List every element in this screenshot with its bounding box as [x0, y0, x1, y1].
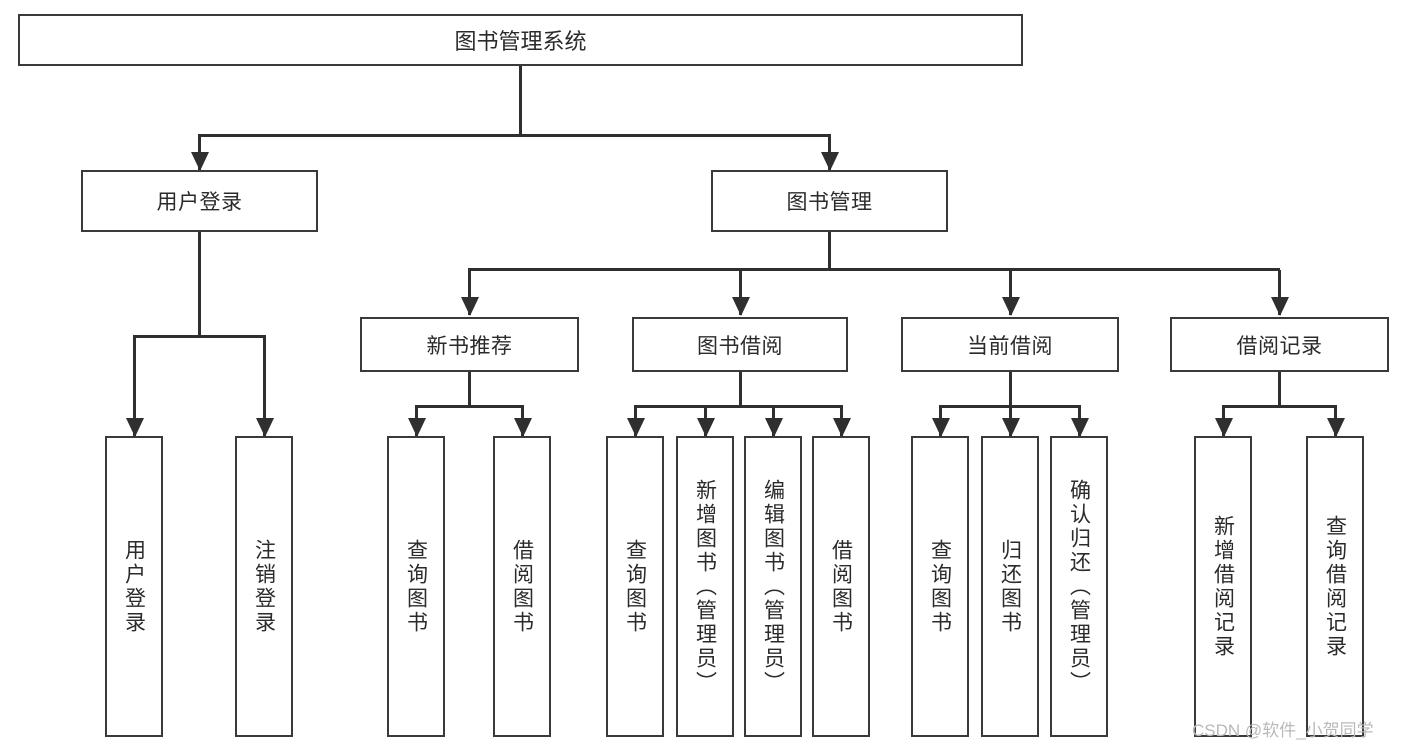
connector-new-book-recommend-bar	[415, 405, 524, 408]
connector-arrow-to-leaf-query-record	[1334, 407, 1337, 436]
node-leaf-query-book-1[interactable]: 查询图书	[387, 436, 445, 737]
node-leaf-borrow-book-1-label: 借阅图书	[510, 538, 534, 635]
node-leaf-borrow-book-2-label: 借阅图书	[829, 538, 853, 635]
watermark-text: CSDN @软件_小贺同学	[1192, 721, 1374, 740]
connector-new-book-recommend-stem	[468, 372, 471, 407]
node-leaf-query-book-3[interactable]: 查询图书	[911, 436, 969, 737]
node-new-book-recommend[interactable]: 新书推荐	[360, 317, 579, 372]
connector-user-login-bar	[133, 335, 266, 338]
connector-arrow-to-leaf-logout-login	[263, 337, 266, 436]
connector-arrow-to-leaf-return-book	[1009, 407, 1012, 436]
node-leaf-edit-book-label: 编辑图书（管理员）	[761, 478, 785, 695]
node-leaf-add-book-label: 新增图书（管理员）	[693, 478, 717, 695]
node-new-book-recommend-label: 新书推荐	[426, 334, 513, 358]
connector-arrow-to-leaf-borrow-book-2	[840, 407, 843, 436]
connector-book-borrow-bar	[634, 405, 843, 408]
node-book-borrow-label: 图书借阅	[697, 334, 783, 358]
node-root-system[interactable]: 图书管理系统	[18, 14, 1023, 66]
node-leaf-user-login-label: 用户登录	[122, 538, 146, 635]
connector-arrow-to-book-borrow	[739, 270, 742, 315]
node-leaf-borrow-book-1[interactable]: 借阅图书	[493, 436, 551, 737]
connector-arrow-to-leaf-add-record	[1222, 407, 1225, 436]
node-leaf-add-book[interactable]: 新增图书（管理员）	[676, 436, 734, 737]
connector-arrow-to-borrow-record	[1278, 270, 1281, 315]
node-leaf-add-record-label: 新增借阅记录	[1211, 514, 1235, 659]
node-leaf-query-book-1-label: 查询图书	[404, 538, 428, 635]
node-book-management[interactable]: 图书管理	[711, 170, 948, 232]
node-leaf-confirm-return-label: 确认归还（管理员）	[1067, 478, 1091, 695]
connector-arrow-to-leaf-edit-book	[772, 407, 775, 436]
connector-arrow-to-leaf-query-book-3	[939, 407, 942, 436]
connector-book-management-stem	[828, 232, 831, 270]
connector-borrow-record-stem	[1278, 372, 1281, 407]
node-leaf-query-record-label: 查询借阅记录	[1323, 514, 1347, 659]
node-leaf-query-record[interactable]: 查询借阅记录	[1306, 436, 1364, 737]
node-current-borrow[interactable]: 当前借阅	[901, 317, 1119, 372]
node-leaf-user-login[interactable]: 用户登录	[105, 436, 163, 737]
node-leaf-confirm-return[interactable]: 确认归还（管理员）	[1050, 436, 1108, 737]
node-book-borrow[interactable]: 图书借阅	[632, 317, 848, 372]
node-leaf-query-book-2-label: 查询图书	[623, 538, 647, 635]
node-borrow-record-label: 借阅记录	[1236, 334, 1323, 358]
node-book-management-label: 图书管理	[786, 191, 873, 214]
connector-root-bar	[198, 134, 831, 137]
node-leaf-query-book-2[interactable]: 查询图书	[606, 436, 664, 737]
connector-current-borrow-stem	[1009, 372, 1012, 407]
connector-arrow-to-leaf-user-login	[133, 337, 136, 436]
connector-arrow-to-book-management	[828, 136, 831, 170]
node-leaf-query-book-3-label: 查询图书	[928, 538, 952, 635]
node-user-login[interactable]: 用户登录	[81, 170, 318, 232]
node-root-system-label: 图书管理系统	[454, 29, 587, 54]
connector-borrow-record-bar	[1222, 405, 1337, 408]
connector-root-stem	[519, 66, 522, 136]
node-leaf-logout-login-label: 注销登录	[252, 538, 276, 635]
connector-arrow-to-leaf-add-book	[704, 407, 707, 436]
node-leaf-add-record[interactable]: 新增借阅记录	[1194, 436, 1252, 737]
node-leaf-return-book[interactable]: 归还图书	[981, 436, 1039, 737]
connector-book-borrow-stem	[739, 372, 742, 407]
connector-arrow-to-leaf-query-book-1	[415, 407, 418, 436]
connector-arrow-to-leaf-confirm-return	[1078, 407, 1081, 436]
node-leaf-logout-login[interactable]: 注销登录	[235, 436, 293, 737]
node-current-borrow-label: 当前借阅	[967, 334, 1053, 358]
connector-arrow-to-leaf-borrow-book-1	[521, 407, 524, 436]
node-leaf-borrow-book-2[interactable]: 借阅图书	[812, 436, 870, 737]
connector-arrow-to-leaf-query-book-2	[634, 407, 637, 436]
connector-book-management-bar	[468, 268, 1280, 271]
node-user-login-label: 用户登录	[156, 191, 243, 214]
connector-user-login-stem	[198, 232, 201, 337]
connector-arrow-to-new-book-recommend	[468, 270, 471, 315]
node-leaf-return-book-label: 归还图书	[998, 538, 1022, 635]
connector-arrow-to-user-login	[198, 136, 201, 170]
connector-arrow-to-current-borrow	[1009, 270, 1012, 315]
node-borrow-record[interactable]: 借阅记录	[1170, 317, 1389, 372]
node-leaf-edit-book[interactable]: 编辑图书（管理员）	[744, 436, 802, 737]
